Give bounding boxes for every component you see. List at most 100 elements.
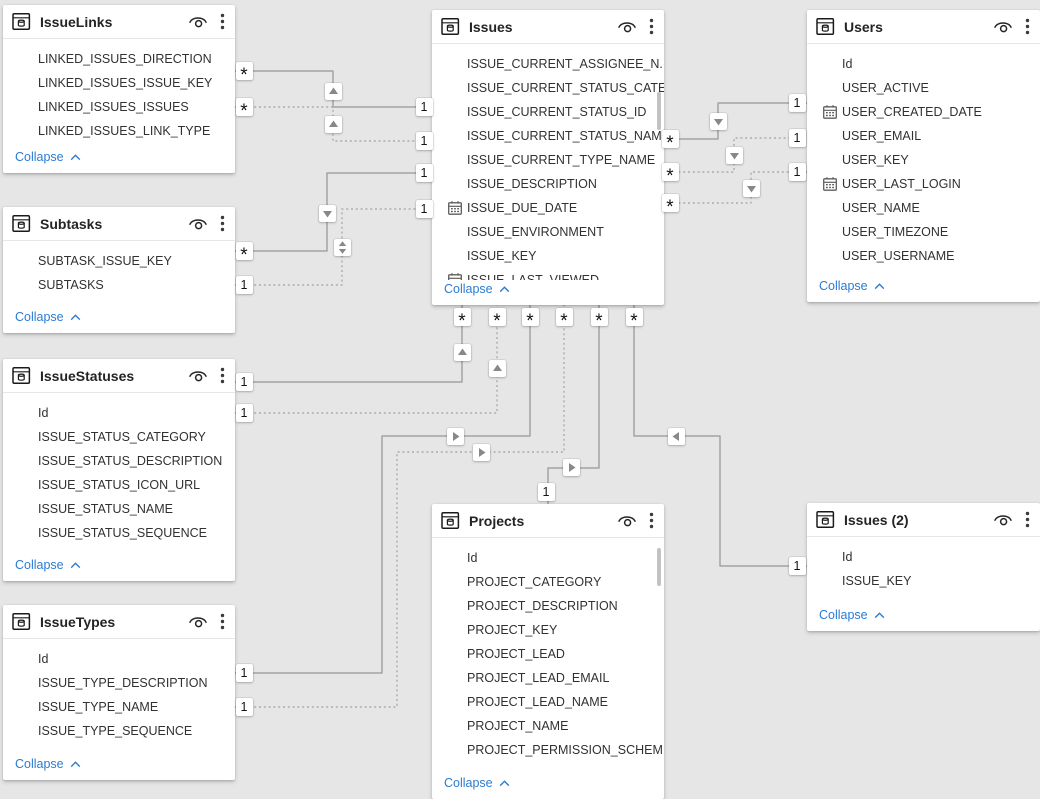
table-card-issues-2[interactable]: Issues (2) <box>807 503 1040 631</box>
table-field-row[interactable]: ISSUE_ENVIRONMENT <box>432 220 664 244</box>
table-field-row[interactable]: ISSUE_CURRENT_STATUS_ID <box>432 100 664 124</box>
table-field-row[interactable]: ISSUE_KEY <box>807 569 1040 593</box>
table-field-row[interactable]: USER_USERNAME <box>807 244 1040 268</box>
table-card-projects[interactable]: Projects <box>432 504 664 799</box>
visibility-eye-icon[interactable] <box>617 513 637 529</box>
relationship-line[interactable] <box>664 171 807 204</box>
table-field-row[interactable]: ISSUE_CURRENT_ASSIGNEE_N... <box>432 52 664 76</box>
visibility-eye-icon[interactable] <box>993 512 1013 528</box>
table-field-row[interactable]: Id <box>3 647 235 671</box>
scrollbar-thumb[interactable] <box>657 548 661 586</box>
table-card-users[interactable]: Users <box>807 10 1040 302</box>
table-field-row[interactable]: USER_KEY <box>807 148 1040 172</box>
table-field-row[interactable]: ISSUE_CURRENT_STATUS_NAME <box>432 124 664 148</box>
table-field-row[interactable]: ISSUE_STATUS_CATEGORY <box>3 425 235 449</box>
table-field-row[interactable]: PROJECT_LEAD_EMAIL <box>432 666 664 690</box>
table-field-row[interactable]: ISSUE_CURRENT_STATUS_CATE... <box>432 76 664 100</box>
relationship-line[interactable] <box>235 305 531 674</box>
table-field-row[interactable]: Id <box>807 52 1040 76</box>
table-field-row[interactable]: LINKED_ISSUES_ISSUES <box>3 95 235 119</box>
table-card-header[interactable]: Issues (2) <box>807 503 1040 537</box>
table-field-row[interactable]: LINKED_ISSUES_DIRECTION <box>3 47 235 71</box>
relationship-line[interactable] <box>235 305 463 383</box>
collapse-link[interactable]: Collapse <box>3 755 235 780</box>
more-options-icon[interactable] <box>220 215 225 232</box>
visibility-eye-icon[interactable] <box>188 614 208 630</box>
table-field-row[interactable]: ISSUE_CURRENT_TYPE_NAME <box>432 148 664 172</box>
visibility-eye-icon[interactable] <box>188 216 208 232</box>
more-options-icon[interactable] <box>649 512 654 529</box>
table-card-issuelinks[interactable]: IssueLinks <box>3 5 235 173</box>
field-icon-spacer <box>822 56 838 72</box>
table-field-row[interactable]: SUBTASKS <box>3 273 235 297</box>
table-card-header[interactable]: Projects <box>432 504 664 538</box>
table-field-row[interactable]: Id <box>432 546 664 570</box>
collapse-link[interactable]: Collapse <box>3 308 235 333</box>
visibility-eye-icon[interactable] <box>617 19 637 35</box>
collapse-link[interactable]: Collapse <box>432 774 664 799</box>
table-field-row[interactable]: SUBTASK_ISSUE_KEY <box>3 249 235 273</box>
table-card-header[interactable]: IssueTypes <box>3 605 235 639</box>
table-field-row[interactable]: USER_EMAIL <box>807 124 1040 148</box>
table-field-row[interactable]: USER_ACTIVE <box>807 76 1040 100</box>
table-field-row[interactable]: PROJECT_LEAD <box>432 642 664 666</box>
table-field-row[interactable]: USER_NAME <box>807 196 1040 220</box>
table-card-header[interactable]: IssueStatuses <box>3 359 235 393</box>
relationship-line[interactable] <box>664 102 807 140</box>
table-title: IssueLinks <box>40 13 113 30</box>
table-card-issuetypes[interactable]: IssueTypes <box>3 605 235 780</box>
table-field-row[interactable]: PROJECT_LEAD_NAME <box>432 690 664 714</box>
table-field-row[interactable]: Id <box>807 545 1040 569</box>
collapse-link[interactable]: Collapse <box>432 280 664 305</box>
collapse-link[interactable]: Collapse <box>807 277 1040 302</box>
table-field-row[interactable]: ISSUE_KEY <box>432 244 664 268</box>
collapse-link[interactable]: Collapse <box>3 556 235 581</box>
field-icon-spacer <box>447 128 463 144</box>
table-card-header[interactable]: IssueLinks <box>3 5 235 39</box>
table-field-row[interactable]: ISSUE_STATUS_DESCRIPTION <box>3 449 235 473</box>
table-card-header[interactable]: Subtasks <box>3 207 235 241</box>
visibility-eye-icon[interactable] <box>993 19 1013 35</box>
table-field-row[interactable]: USER_TIMEZONE <box>807 220 1040 244</box>
collapse-link[interactable]: Collapse <box>3 148 235 173</box>
table-field-row[interactable]: LINKED_ISSUES_LINK_TYPE <box>3 119 235 143</box>
table-card-header[interactable]: Issues <box>432 10 664 44</box>
table-field-row[interactable]: ISSUE_DUE_DATE <box>432 196 664 220</box>
table-field-row[interactable]: PROJECT_NAME <box>432 714 664 738</box>
relationship-line[interactable] <box>235 305 498 414</box>
table-field-row[interactable]: ISSUE_DESCRIPTION <box>432 172 664 196</box>
table-field-row[interactable]: ISSUE_TYPE_SEQUENCE <box>3 719 235 743</box>
table-field-row[interactable]: PROJECT_DESCRIPTION <box>432 594 664 618</box>
table-field-row[interactable]: PROJECT_PERMISSION_SCHEM... <box>432 738 664 762</box>
table-field-row[interactable]: PROJECT_KEY <box>432 618 664 642</box>
table-field-row[interactable]: USER_CREATED_DATE <box>807 100 1040 124</box>
more-options-icon[interactable] <box>1025 511 1030 528</box>
more-options-icon[interactable] <box>1025 18 1030 35</box>
table-field-row[interactable]: ISSUE_LAST_VIEWED <box>432 268 664 280</box>
more-options-icon[interactable] <box>220 613 225 630</box>
table-field-row[interactable]: ISSUE_TYPE_DESCRIPTION <box>3 671 235 695</box>
visibility-eye-icon[interactable] <box>188 368 208 384</box>
relationship-line[interactable] <box>235 106 432 142</box>
table-field-row[interactable]: ISSUE_STATUS_NAME <box>3 497 235 521</box>
table-field-row[interactable]: ISSUE_STATUS_ICON_URL <box>3 473 235 497</box>
relationship-line[interactable] <box>633 305 807 567</box>
table-card-subtasks[interactable]: Subtasks <box>3 207 235 333</box>
table-field-row[interactable]: ISSUE_TYPE_NAME <box>3 695 235 719</box>
table-field-row[interactable]: LINKED_ISSUES_ISSUE_KEY <box>3 71 235 95</box>
table-card-header[interactable]: Users <box>807 10 1040 44</box>
table-card-issues[interactable]: Issues <box>432 10 664 305</box>
visibility-eye-icon[interactable] <box>188 14 208 30</box>
cardinality-one-badge: 1 <box>235 373 253 391</box>
table-field-row[interactable]: ISSUE_STATUS_SEQUENCE <box>3 521 235 545</box>
more-options-icon[interactable] <box>220 367 225 384</box>
table-card-issuestatuses[interactable]: IssueStatuses <box>3 359 235 581</box>
more-options-icon[interactable] <box>649 18 654 35</box>
table-field-row[interactable]: USER_LAST_LOGIN <box>807 172 1040 196</box>
scrollbar-thumb[interactable] <box>657 92 661 130</box>
table-field-row[interactable]: Id <box>3 401 235 425</box>
table-field-row[interactable]: PROJECT_CATEGORY <box>432 570 664 594</box>
more-options-icon[interactable] <box>220 13 225 30</box>
collapse-link[interactable]: Collapse <box>807 606 1040 631</box>
